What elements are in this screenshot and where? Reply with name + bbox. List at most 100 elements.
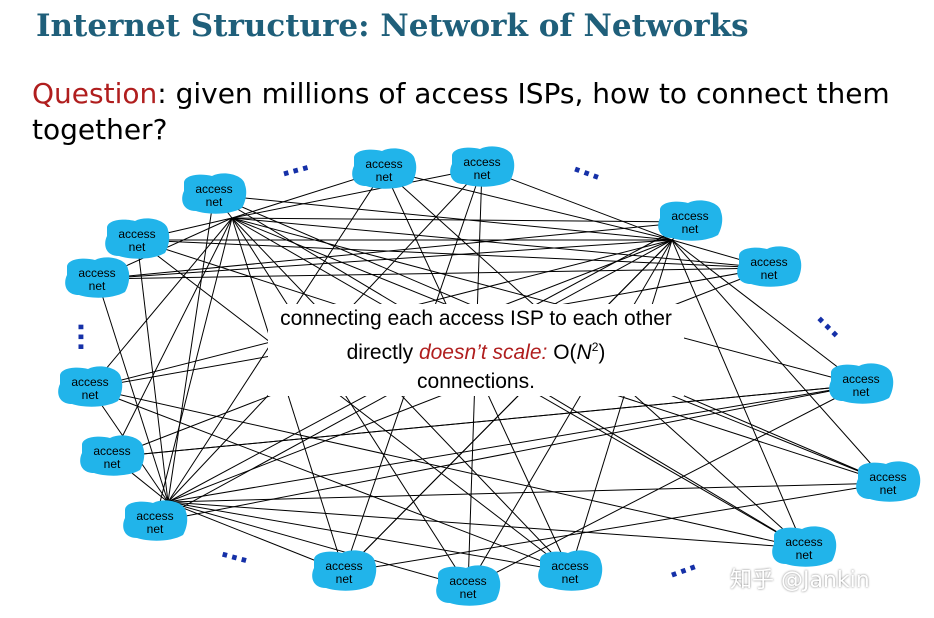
caption-part: connections. <box>417 370 535 393</box>
watermark: 知乎 @Jankin <box>730 568 870 593</box>
node-label-line2: net <box>460 587 477 601</box>
node-label-line2: net <box>206 195 223 209</box>
link-line <box>167 194 215 503</box>
node-label-line2: net <box>376 170 393 184</box>
node-label-line2: net <box>880 483 897 497</box>
link-line <box>231 217 469 588</box>
node-label-line1: access <box>78 266 115 280</box>
link-line <box>467 384 862 588</box>
node-label-line1: access <box>325 559 362 573</box>
node-label-line1: access <box>750 255 787 269</box>
link-line <box>154 384 862 523</box>
cloud-shape <box>105 218 170 259</box>
caption-part: connecting each access ISP to each other… <box>280 307 672 364</box>
link-line <box>343 482 889 573</box>
link-line <box>167 501 805 549</box>
cloud-shape <box>182 173 247 214</box>
link-line <box>89 387 571 573</box>
cloud-shape <box>737 246 802 287</box>
node-label-line2: net <box>761 268 778 282</box>
cloud-shape <box>829 363 894 404</box>
node-label-line1: access <box>869 470 906 484</box>
node-label-line1: access <box>671 209 708 223</box>
ellipsis-dots: ··· <box>567 155 605 193</box>
link-line <box>111 384 862 458</box>
node-label-line2: net <box>104 457 121 471</box>
link-line <box>671 239 805 549</box>
link-line <box>671 239 862 386</box>
link-line <box>383 169 673 241</box>
link-line <box>569 239 673 573</box>
cloud-shape <box>65 257 130 298</box>
ellipsis-dots: ··· <box>216 540 252 577</box>
link-line <box>167 482 889 503</box>
caption-exponent: 2 <box>591 340 599 354</box>
cloud-shape <box>58 366 123 407</box>
cloud-shape <box>856 461 921 502</box>
cloud-shape <box>450 146 515 187</box>
node-label-line1: access <box>136 509 173 523</box>
cloud-shape <box>123 500 188 541</box>
link-line <box>96 221 691 280</box>
caption-text: connecting each access ISP to each other… <box>268 304 684 396</box>
node-label-line2: net <box>89 279 106 293</box>
caption-emphasis: doesn’t scale: <box>418 341 548 364</box>
link-line <box>231 167 483 219</box>
link-line <box>167 384 862 503</box>
node-label-line1: access <box>551 559 588 573</box>
question-label: Question <box>32 77 158 110</box>
link-line <box>96 267 770 280</box>
node-label-line1: access <box>93 444 130 458</box>
question-text: Question: given millions of access ISPs,… <box>32 76 892 148</box>
link-line <box>213 194 673 241</box>
cloud-shape <box>80 435 145 476</box>
node-label-line2: net <box>147 522 164 536</box>
link-line <box>96 239 673 280</box>
link-line <box>231 217 770 269</box>
caption-part: ) <box>598 341 606 364</box>
cloud-shape <box>772 526 837 567</box>
node-label-line2: net <box>682 222 699 236</box>
cloud-shape <box>538 550 603 591</box>
link-line <box>231 217 862 386</box>
caption-part: O( <box>547 341 577 364</box>
node-label-line1: access <box>842 372 879 386</box>
node-label-line1: access <box>785 535 822 549</box>
caption-var: N <box>576 341 592 364</box>
link-line <box>167 501 469 588</box>
link-line <box>231 217 691 223</box>
cloud-shape <box>436 565 501 606</box>
link-line <box>481 167 673 241</box>
question-body: : given millions of access ISPs, how to … <box>32 77 890 146</box>
node-label-line1: access <box>118 227 155 241</box>
cloud-shape <box>352 148 417 189</box>
node-label-line2: net <box>129 240 146 254</box>
link-line <box>111 217 233 458</box>
node-label-line2: net <box>336 572 353 586</box>
link-line <box>136 239 169 503</box>
link-line <box>343 221 691 573</box>
node-label-line2: net <box>562 572 579 586</box>
node-label-line1: access <box>463 155 500 169</box>
ellipsis-dots: ··· <box>806 307 848 349</box>
ellipsis-dots: ··· <box>278 153 314 190</box>
node-label-line2: net <box>82 388 99 402</box>
node-label-line2: net <box>474 168 491 182</box>
node-label-line1: access <box>71 375 108 389</box>
node-label-line1: access <box>365 157 402 171</box>
